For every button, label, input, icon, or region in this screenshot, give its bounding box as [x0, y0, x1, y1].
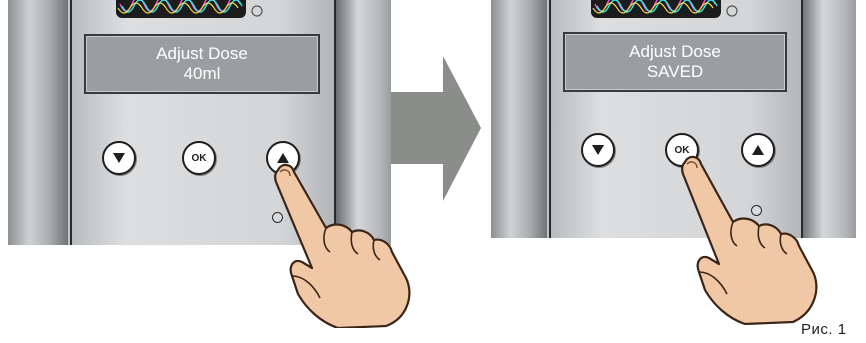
lcd-display: Adjust Dose 40ml	[84, 34, 320, 94]
figure-caption: Рис. 1	[801, 321, 847, 338]
down-triangle-icon	[112, 152, 126, 164]
lcd-display: Adjust Dose SAVED	[563, 32, 787, 92]
ok-button[interactable]: OK	[182, 141, 216, 175]
down-button[interactable]	[102, 141, 136, 175]
wave-end-ring-icon	[250, 4, 264, 18]
device-side-left	[8, 0, 68, 245]
down-triangle-icon	[591, 144, 605, 156]
pointing-hand-icon	[268, 158, 418, 328]
wave-logo-icon	[591, 0, 721, 18]
pointing-hand-icon	[673, 150, 823, 325]
display-line-1: Adjust Dose	[629, 42, 721, 62]
display-line-1: Adjust Dose	[156, 44, 248, 64]
display-line-2: SAVED	[647, 62, 703, 82]
display-line-2: 40ml	[184, 64, 221, 84]
wave-logo-icon	[116, 0, 246, 18]
ok-button-label: OK	[192, 153, 207, 164]
device-side-left	[491, 0, 547, 238]
wave-end-ring-icon	[725, 4, 739, 18]
down-button[interactable]	[581, 133, 615, 167]
